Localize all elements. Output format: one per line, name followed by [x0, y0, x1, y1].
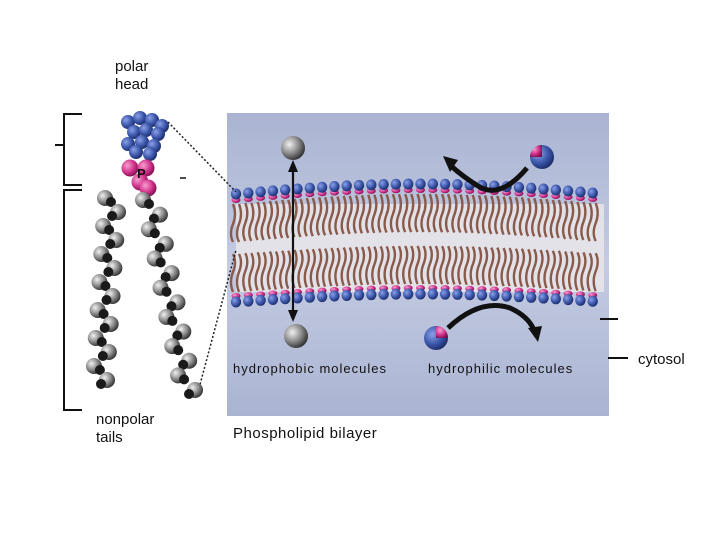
lipid-head — [268, 185, 278, 196]
polar-head-bracket — [64, 114, 82, 185]
lipid-head — [575, 295, 585, 306]
cytosol-label: cytosol — [638, 351, 685, 369]
lipid-head — [280, 184, 290, 195]
lipid-head — [243, 187, 253, 198]
lipid-head — [366, 289, 376, 300]
tail-carbon — [103, 267, 113, 277]
tail-carbon — [107, 211, 117, 221]
lipid-head — [280, 293, 290, 304]
lipid-head — [403, 179, 413, 190]
nonpolar-tails-bracket — [64, 190, 82, 410]
lipid-head — [305, 292, 315, 303]
lipid-head — [342, 180, 352, 191]
lipid-head — [342, 290, 352, 301]
lipid-head — [563, 185, 573, 196]
lipid-head — [255, 186, 265, 197]
tail-carbon — [162, 287, 172, 297]
tail-carbon — [184, 389, 194, 399]
lipid-head — [465, 289, 475, 300]
tail-carbon — [173, 345, 183, 355]
hydrophilic-molecules-label: hydrophilic molecules — [428, 361, 573, 376]
lipid-head — [440, 179, 450, 190]
lipid-head — [526, 183, 536, 194]
tail-carbon — [102, 295, 112, 305]
lipid-head — [526, 292, 536, 303]
head-atom — [129, 145, 143, 159]
lipid-head — [452, 289, 462, 300]
lipid-head — [538, 184, 548, 195]
lipid-head — [231, 189, 241, 200]
hydrophobic-molecules-label: hydrophobic molecules — [233, 361, 387, 376]
phosphate-atom — [122, 160, 139, 177]
lipid-head — [514, 291, 524, 302]
hydrophobic-molecule-top — [281, 136, 305, 160]
nonpolar-tails-label: nonpolar tails — [96, 411, 154, 447]
head-atom — [143, 147, 157, 161]
lipid-head — [514, 182, 524, 193]
lipid-head — [452, 179, 462, 190]
lipid-head — [551, 293, 561, 304]
bilayer-title: Phospholipid bilayer — [233, 425, 377, 443]
phospholipid-molecule — [86, 111, 203, 399]
polar-head-label: polar head — [115, 58, 148, 94]
tail-carbon — [105, 239, 115, 249]
zoom-line-top — [168, 122, 236, 192]
lipid-head — [428, 289, 438, 300]
phosphate-label: P — [137, 166, 146, 181]
lipid-head — [255, 295, 265, 306]
tail-carbon — [156, 257, 166, 267]
lipid-head — [366, 179, 376, 190]
tail-carbon — [167, 316, 177, 326]
lipid-head — [305, 183, 315, 194]
tail-carbon — [98, 351, 108, 361]
tail-band — [231, 194, 604, 292]
lipid-head — [391, 179, 401, 190]
lipid-head — [415, 179, 425, 190]
lipid-head — [317, 291, 327, 302]
lipid-head — [378, 289, 388, 300]
tail-carbon — [100, 323, 110, 333]
lipid-head — [440, 289, 450, 300]
tail-carbon — [96, 379, 106, 389]
lipid-head — [588, 188, 598, 199]
head-atom — [139, 123, 153, 137]
lipid-head — [403, 289, 413, 300]
lipid-head — [329, 291, 339, 302]
lipid-head — [538, 293, 548, 304]
lipid-head — [268, 294, 278, 305]
lipid-head — [489, 290, 499, 301]
lipid-head — [391, 289, 401, 300]
lipid-head — [317, 182, 327, 193]
lipid-head — [551, 185, 561, 196]
hydrophobic-molecule-bottom — [284, 324, 308, 348]
lipid-head — [354, 180, 364, 191]
lipid-head — [428, 179, 438, 190]
tail-carbon — [144, 199, 154, 209]
lipid-head — [415, 289, 425, 300]
lipid-head — [378, 179, 388, 190]
lipid-head — [563, 294, 573, 305]
lipid-head — [575, 186, 585, 197]
head-atom — [133, 111, 147, 125]
head-atom — [151, 127, 165, 141]
bilayer-core — [236, 204, 604, 292]
lipid-head — [588, 296, 598, 307]
lipid-head — [501, 291, 511, 302]
lipid-head — [243, 296, 253, 307]
lipid-head — [329, 181, 339, 192]
lipid-head — [231, 297, 241, 308]
tail-carbon — [179, 374, 189, 384]
lipid-head — [477, 290, 487, 301]
lipid-head — [354, 290, 364, 301]
tail-carbon — [150, 228, 160, 238]
